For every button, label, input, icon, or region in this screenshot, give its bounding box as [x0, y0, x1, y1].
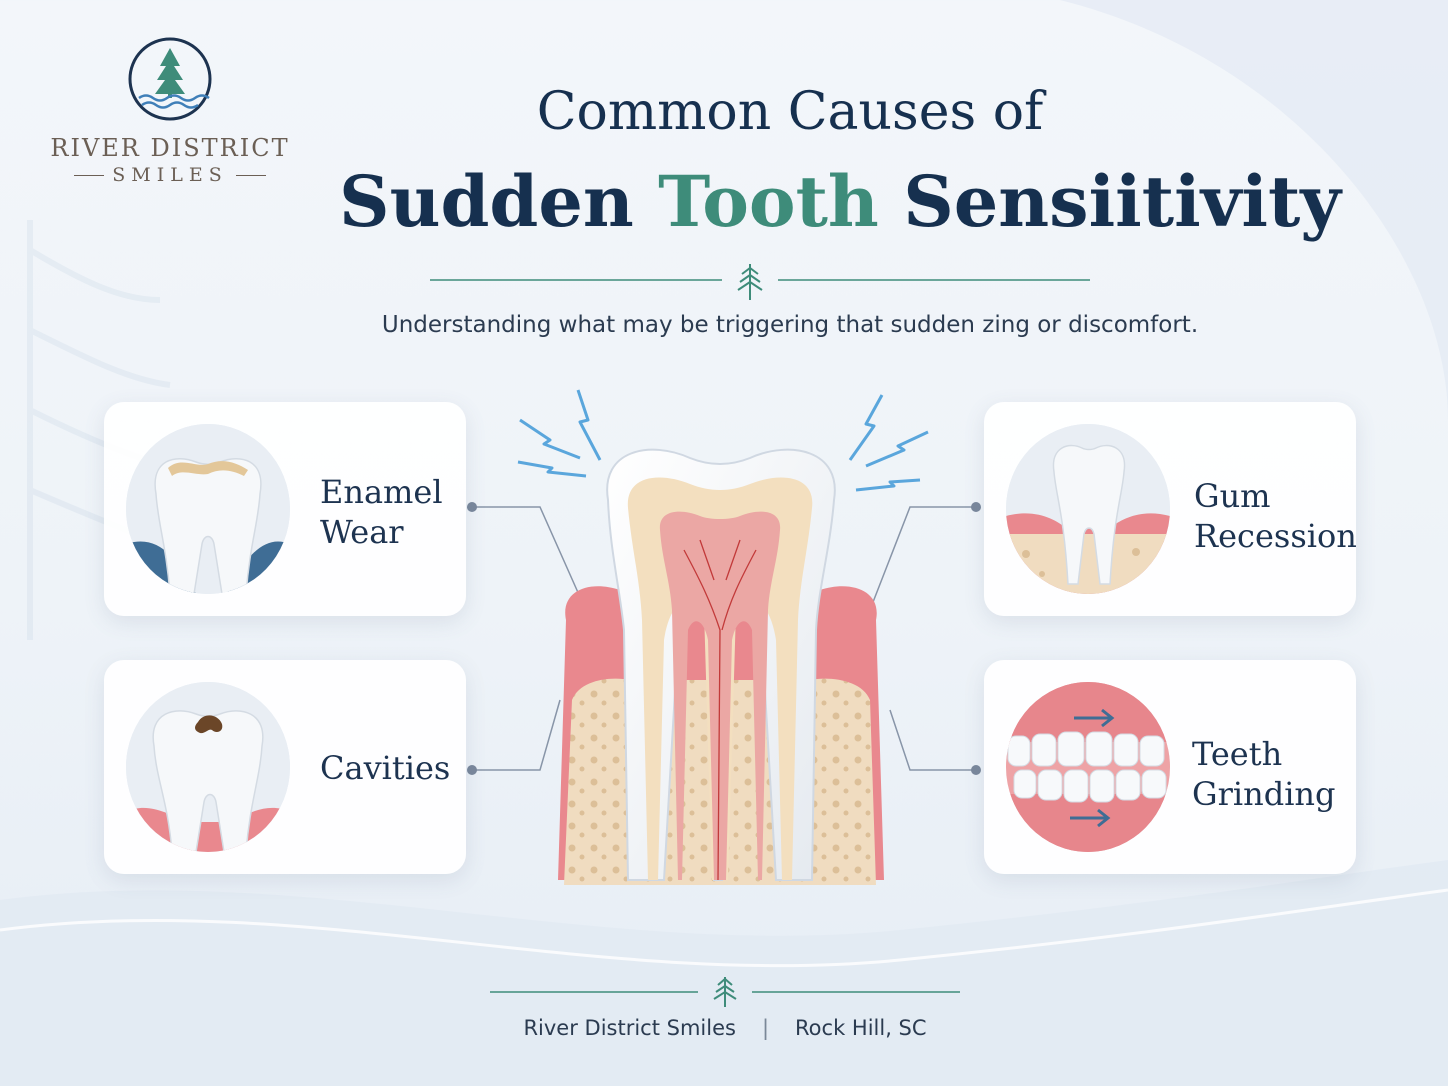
title-part-2: Sensiitivity	[878, 160, 1341, 243]
gum-label-line-1: Gum	[1194, 477, 1271, 515]
subtitle: Understanding what may be triggering tha…	[381, 312, 1199, 338]
pine-tree-icon	[713, 977, 737, 1007]
footer-divider	[490, 977, 960, 1007]
logo-emblem-icon	[128, 37, 212, 121]
enamel-wear-label: Enamel Wear	[320, 472, 443, 552]
lightning-icon	[848, 394, 929, 492]
arrow-right-icon	[1074, 708, 1115, 728]
footer-practice-name: River District Smiles	[523, 1016, 736, 1040]
gum-recession-label: Gum Recession	[1194, 476, 1357, 556]
cavities-label-line-1: Cavities	[320, 749, 451, 787]
cavities-label: Cavities	[320, 748, 450, 788]
card-gum-recession: Gum Recession	[984, 402, 1357, 616]
logo-subtitle: SMILES	[40, 164, 300, 186]
logo-sub-text: SMILES	[112, 164, 228, 186]
lightning-icon	[517, 389, 602, 478]
title-divider	[430, 264, 1090, 300]
enamel-label-line-2: Wear	[320, 513, 404, 551]
card-enamel-wear: Enamel Wear	[104, 402, 466, 616]
grinding-label-line-2: Grinding	[1192, 775, 1336, 813]
title-accent: Tooth	[658, 160, 879, 243]
pine-tree-icon	[737, 264, 763, 300]
logo: RIVER DISTRICT SMILES	[40, 34, 300, 186]
tooth-cross-section	[517, 389, 929, 885]
cavities-illustration	[126, 682, 290, 852]
title-line-2: Sudden Tooth Sensiitivity	[320, 160, 1360, 243]
gum-recession-illustration	[1006, 424, 1170, 594]
teeth-grinding-illustration	[1006, 682, 1170, 852]
footer: River District Smiles | Rock Hill, SC	[490, 1016, 960, 1040]
teeth-grinding-label: Teeth Grinding	[1192, 734, 1336, 814]
gum-label-line-2: Recession	[1194, 517, 1357, 555]
title-part-1: Sudden	[339, 160, 659, 243]
footer-separator: |	[761, 1016, 770, 1040]
footer-location: Rock Hill, SC	[795, 1016, 927, 1040]
enamel-label-line-1: Enamel	[320, 473, 443, 511]
card-teeth-grinding: Teeth Grinding	[984, 660, 1356, 874]
arrow-right-icon	[1070, 808, 1111, 828]
title-line-1: Common Causes of	[536, 82, 1044, 142]
enamel-wear-illustration	[126, 424, 290, 594]
grinding-label-line-1: Teeth	[1192, 735, 1283, 773]
logo-name: RIVER DISTRICT	[50, 134, 290, 162]
card-cavities: Cavities	[104, 660, 466, 874]
